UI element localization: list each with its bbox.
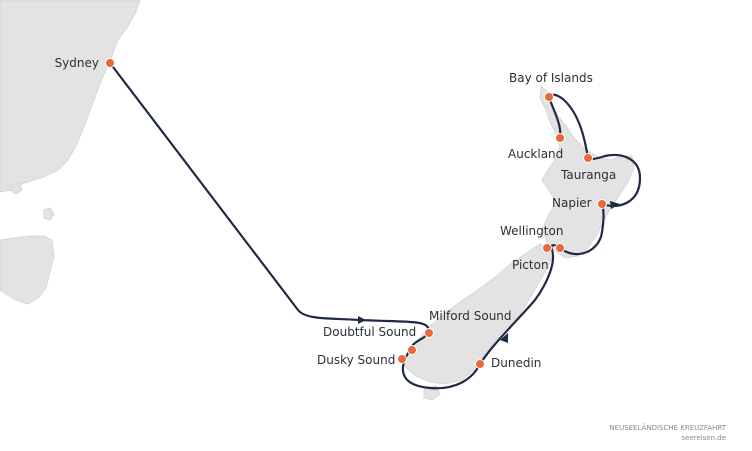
route-arrow	[358, 316, 366, 324]
route-arrow	[610, 201, 620, 209]
route-arrow	[500, 333, 508, 343]
port-label-milford-sound: Milford Sound	[429, 309, 512, 323]
port-marker-milford-sound	[424, 328, 434, 338]
port-label-tauranga: Tauranga	[560, 168, 616, 182]
port-marker-auckland	[555, 133, 565, 143]
map-credit: NEUSEELÄNDISCHE KREUZFAHRT seereisen.de	[609, 423, 726, 443]
port-marker-wellington	[542, 243, 552, 253]
port-label-picton: Picton	[512, 258, 549, 272]
port-label-bay-of-islands: Bay of Islands	[509, 71, 593, 85]
credit-site: seereisen.de	[681, 434, 726, 442]
port-label-doubtful-sound: Doubtful Sound	[323, 325, 416, 339]
tasmania-landmass	[0, 235, 55, 305]
port-label-napier: Napier	[552, 196, 592, 210]
small-island	[9, 183, 23, 195]
port-marker-napier	[597, 199, 607, 209]
port-label-auckland: Auckland	[508, 147, 563, 161]
port-marker-tauranga	[583, 153, 593, 163]
port-marker-sydney	[105, 58, 115, 68]
port-marker-bay-of-islands	[544, 92, 554, 102]
port-label-dunedin: Dunedin	[491, 356, 541, 370]
stewart-island	[423, 385, 441, 401]
port-marker-picton	[555, 243, 565, 253]
port-label-wellington: Wellington	[500, 224, 563, 238]
small-island	[43, 207, 55, 221]
port-label-dusky-sound: Dusky Sound	[317, 353, 395, 367]
port-marker-doubtful-sound	[407, 345, 417, 355]
port-marker-dunedin	[475, 359, 485, 369]
credit-title: NEUSEELÄNDISCHE KREUZFAHRT	[609, 424, 726, 432]
australia-landmass	[0, 0, 141, 193]
nz-north-island	[539, 85, 635, 259]
port-label-sydney: Sydney	[55, 56, 99, 70]
port-marker-dusky-sound	[397, 354, 407, 364]
nz-south-island	[403, 243, 553, 385]
